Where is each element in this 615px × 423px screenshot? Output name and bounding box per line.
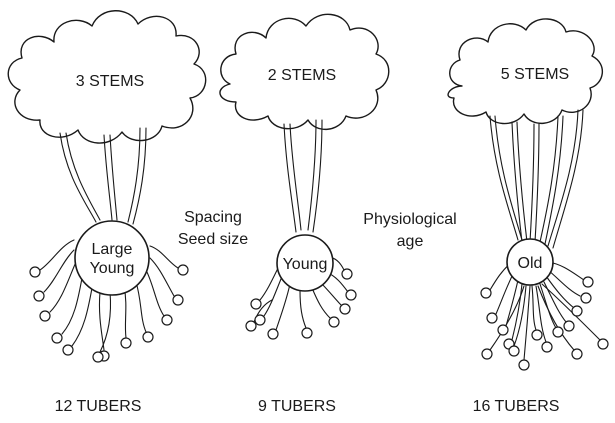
tuber [63, 345, 73, 355]
plant-3-stems [490, 110, 583, 248]
tuber [329, 317, 339, 327]
plant-2-tubers-label: 9 TUBERS [258, 398, 336, 415]
plant-2-stem-left [284, 124, 301, 232]
tuber [581, 293, 591, 303]
plant-2-stem-right [308, 120, 322, 232]
tuber [255, 315, 265, 325]
tuber [30, 267, 40, 277]
tuber [498, 325, 508, 335]
tuber [346, 290, 356, 300]
plant-2-seed-label-line-1: Young [283, 256, 328, 273]
tuber [532, 330, 542, 340]
factor-1-line-1: Spacing [184, 209, 242, 226]
plant-3-tubers [481, 277, 608, 370]
tuber [121, 338, 131, 348]
tuber [542, 342, 552, 352]
plant-3-stem-3 [530, 124, 539, 242]
plant-1-seed-label-line-1: Large [92, 241, 133, 258]
plant-1-stem-left [60, 133, 100, 222]
plant-1-seed-label-line-2: Young [90, 260, 135, 277]
tuber [572, 306, 582, 316]
tuber [598, 339, 608, 349]
tuber [173, 295, 183, 305]
factor-2-line-1: Physiological [363, 211, 456, 228]
tuber [572, 349, 582, 359]
factor-2-line-2: age [397, 233, 424, 250]
tuber [487, 313, 497, 323]
tuber [93, 352, 103, 362]
plant-3-stem-5 [548, 110, 583, 248]
factor-physiological-age: Physiological age [363, 211, 456, 250]
tuber [340, 304, 350, 314]
tuber [553, 327, 563, 337]
factor-spacing-seed-size: Spacing Seed size [178, 209, 248, 248]
factor-1-line-2: Seed size [178, 231, 248, 248]
plant-1-stem-right [128, 128, 146, 224]
tuber [564, 321, 574, 331]
plant-1-stem-middle [104, 135, 117, 220]
tuber [143, 332, 153, 342]
plant-3-seed-label-line-1: Old [518, 255, 543, 272]
tuber [519, 360, 529, 370]
plant-1-tubers-label: 12 TUBERS [55, 398, 142, 415]
plant-1-seed-tuber [75, 221, 149, 295]
tuber [482, 349, 492, 359]
plant-1: 3 STEMS [8, 11, 205, 415]
tuber [40, 311, 50, 321]
tuber [583, 277, 593, 287]
plant-3: 5 STEMS [448, 19, 608, 415]
tuber [246, 321, 256, 331]
plant-1-stems-label: 3 STEMS [76, 73, 144, 90]
tuber [162, 315, 172, 325]
plant-2-stems [284, 120, 322, 232]
tuber [509, 346, 519, 356]
tuber [481, 288, 491, 298]
plant-2-stems-label: 2 STEMS [268, 67, 336, 84]
tuber [302, 328, 312, 338]
tuber [342, 269, 352, 279]
tuber [34, 291, 44, 301]
tuber [52, 333, 62, 343]
tuber [178, 265, 188, 275]
plant-3-stem-2 [512, 122, 527, 242]
plant-3-tubers-label: 16 TUBERS [473, 398, 560, 415]
tuber [251, 299, 261, 309]
tuber [268, 329, 278, 339]
plant-3-stems-label: 5 STEMS [501, 66, 569, 83]
